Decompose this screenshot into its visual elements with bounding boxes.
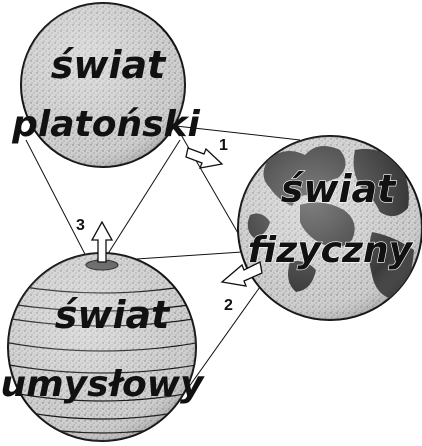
mental-world-label-line1: świat xyxy=(55,293,171,337)
arrow-1-label: 1 xyxy=(219,137,228,154)
arrow-2-label: 2 xyxy=(224,297,233,314)
arrow-3-label: 3 xyxy=(76,217,85,234)
platonic-world-globe: świat platoński xyxy=(11,3,200,167)
physical-world-label-line1: świat xyxy=(281,167,397,211)
arrow-1-icon xyxy=(186,148,222,168)
platonic-world-label-line1: świat xyxy=(51,43,167,87)
physical-world-label-line2: fizyczny xyxy=(248,230,414,271)
physical-world-globe: świat fizyczny xyxy=(238,136,422,320)
arrow-physical-to-mental: 2 xyxy=(222,262,262,314)
platonic-world-label-line2: platoński xyxy=(11,104,200,145)
mental-world-globe: świat umysłowy xyxy=(1,253,206,441)
mental-world-label-line2: umysłowy xyxy=(1,364,206,405)
